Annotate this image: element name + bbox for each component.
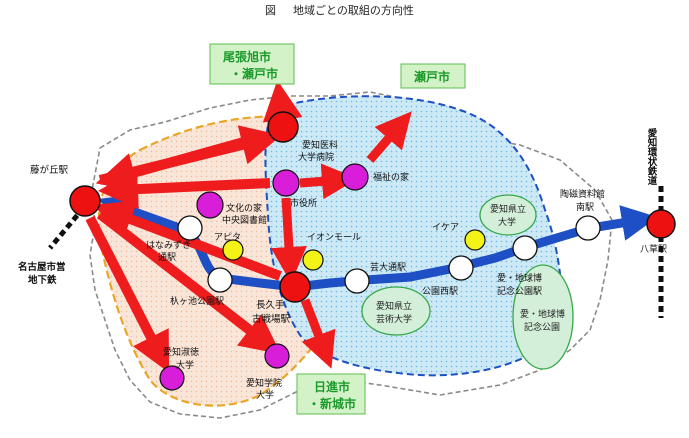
city-nisshin: 日進市 [314,379,350,394]
label-hanamizuki-1: はなみずき [146,240,191,251]
label-fujigaoka: 藤が丘駅 [30,164,69,176]
label-koenseki: 公園西駅 [422,286,458,297]
label-medical-2: 大学病院 [298,151,334,163]
label-chikyuhaku-2: 記念公園駅 [497,285,542,297]
arrow-cityhall-nagakute [270,197,307,283]
label-apita: アピタ [214,232,241,243]
label-nagakute-2: 古戦場駅 [252,313,291,325]
label-gakuin-2: 大学 [256,389,274,401]
label-nagakute-1: 長久手 [256,299,285,311]
commerce-nodes [222,229,486,271]
figure-caption-prefix: 図 [265,4,276,17]
node-fukushi [341,163,369,191]
label-shukutoku-1: 愛知淑徳 [163,346,199,358]
label-bunka-1: 文化の家 [226,202,262,214]
station-chikyuhaku [512,235,538,261]
city-box-nisshin [296,373,366,415]
node-gakuin [264,343,290,369]
arrow-medical-to-seto [366,111,412,163]
hub-nodes [69,111,676,303]
hub-yakusa [646,209,676,239]
city-seto: 瀬戸市 [413,69,450,84]
label-geidai: 芸大通駅 [370,261,406,273]
city-seto-suffix: ・瀬戸市 [230,66,278,81]
welfare-nodes [159,163,369,391]
node-city-hall [272,169,300,197]
zone-pref-univ [479,194,537,236]
label-city-hall: 市役所 [290,197,317,209]
arrow-fujigaoka-shukutoku [85,215,170,373]
node-shukutoku [159,365,185,391]
connection-arrows [85,80,412,373]
arrow-nagakute-nisshin [300,298,336,369]
station-tojishiryokan [575,215,601,241]
label-chikyuhaku-1: 愛・地球博 [497,272,542,284]
arrow-fujigaoka-gakuin [96,210,281,355]
zone-expo-park [512,264,574,370]
label-aeon: イオンモール [307,232,361,243]
city-shinshiro: ・新城市 [308,396,356,411]
label-subway-1: 名古屋市営 [18,261,66,273]
hub-fujigaoka [69,185,101,217]
label-expo-park-2: 記念公園 [524,321,560,333]
label-medical-1: 愛知医科 [302,139,338,151]
arrow-nagakute-fujigaoka [93,200,282,281]
label-pref-univ-2: 大学 [498,216,516,228]
label-pref-univ-1: 愛知県立 [490,203,526,215]
label-arts-univ-1: 愛知県立 [376,300,412,312]
label-ikea: イケア [432,222,459,233]
arrow-cityhall-fukushi [299,163,358,200]
label-yakusa: 八草駅 [640,243,667,255]
city-boundary [89,91,613,419]
label-irigaike: 杁ヶ池公園駅 [170,295,224,307]
hub-owari [267,111,299,143]
node-apita [222,239,244,261]
label-bunka-2: 中央図書館 [222,214,267,226]
label-shukutoku-2: 大学 [176,359,194,371]
label-hanamizuki-2: 通駅 [158,252,176,263]
city-box-seto [400,63,466,89]
station-koenseki [448,255,474,281]
label-fukushi: 福祉の家 [373,171,409,183]
arrow-fujigaoka-medical [98,125,282,185]
node-ikea [464,229,486,251]
label-tojishiryokan-2: 南駅 [576,201,594,213]
label-gakuin-1: 愛知学院 [246,377,282,389]
station-nodes [177,215,601,294]
arrow-cityhall-fujigaoka [98,169,271,210]
zone-arts-univ [361,286,431,336]
station-irigaike [207,267,233,293]
label-aichi-kanjo: 愛知環状鉄道 [646,127,659,186]
city-owari: 尾張旭市 [223,49,271,64]
label-arts-univ-2: 芸術大学 [376,313,412,325]
label-subway-2: 地下鉄 [28,274,57,286]
label-expo-park-1: 愛・地球博 [520,308,565,320]
city-box-owari-seto [209,43,295,85]
hub-nagakute [279,271,311,303]
figure-caption: 地域ごとの取組の方向性 [293,3,414,17]
station-geidai [344,268,370,294]
station-hanamizuki [177,215,203,241]
label-tojishiryokan-1: 陶磁資料館 [560,188,605,200]
node-aeon [302,249,324,271]
node-bunka [196,191,224,219]
